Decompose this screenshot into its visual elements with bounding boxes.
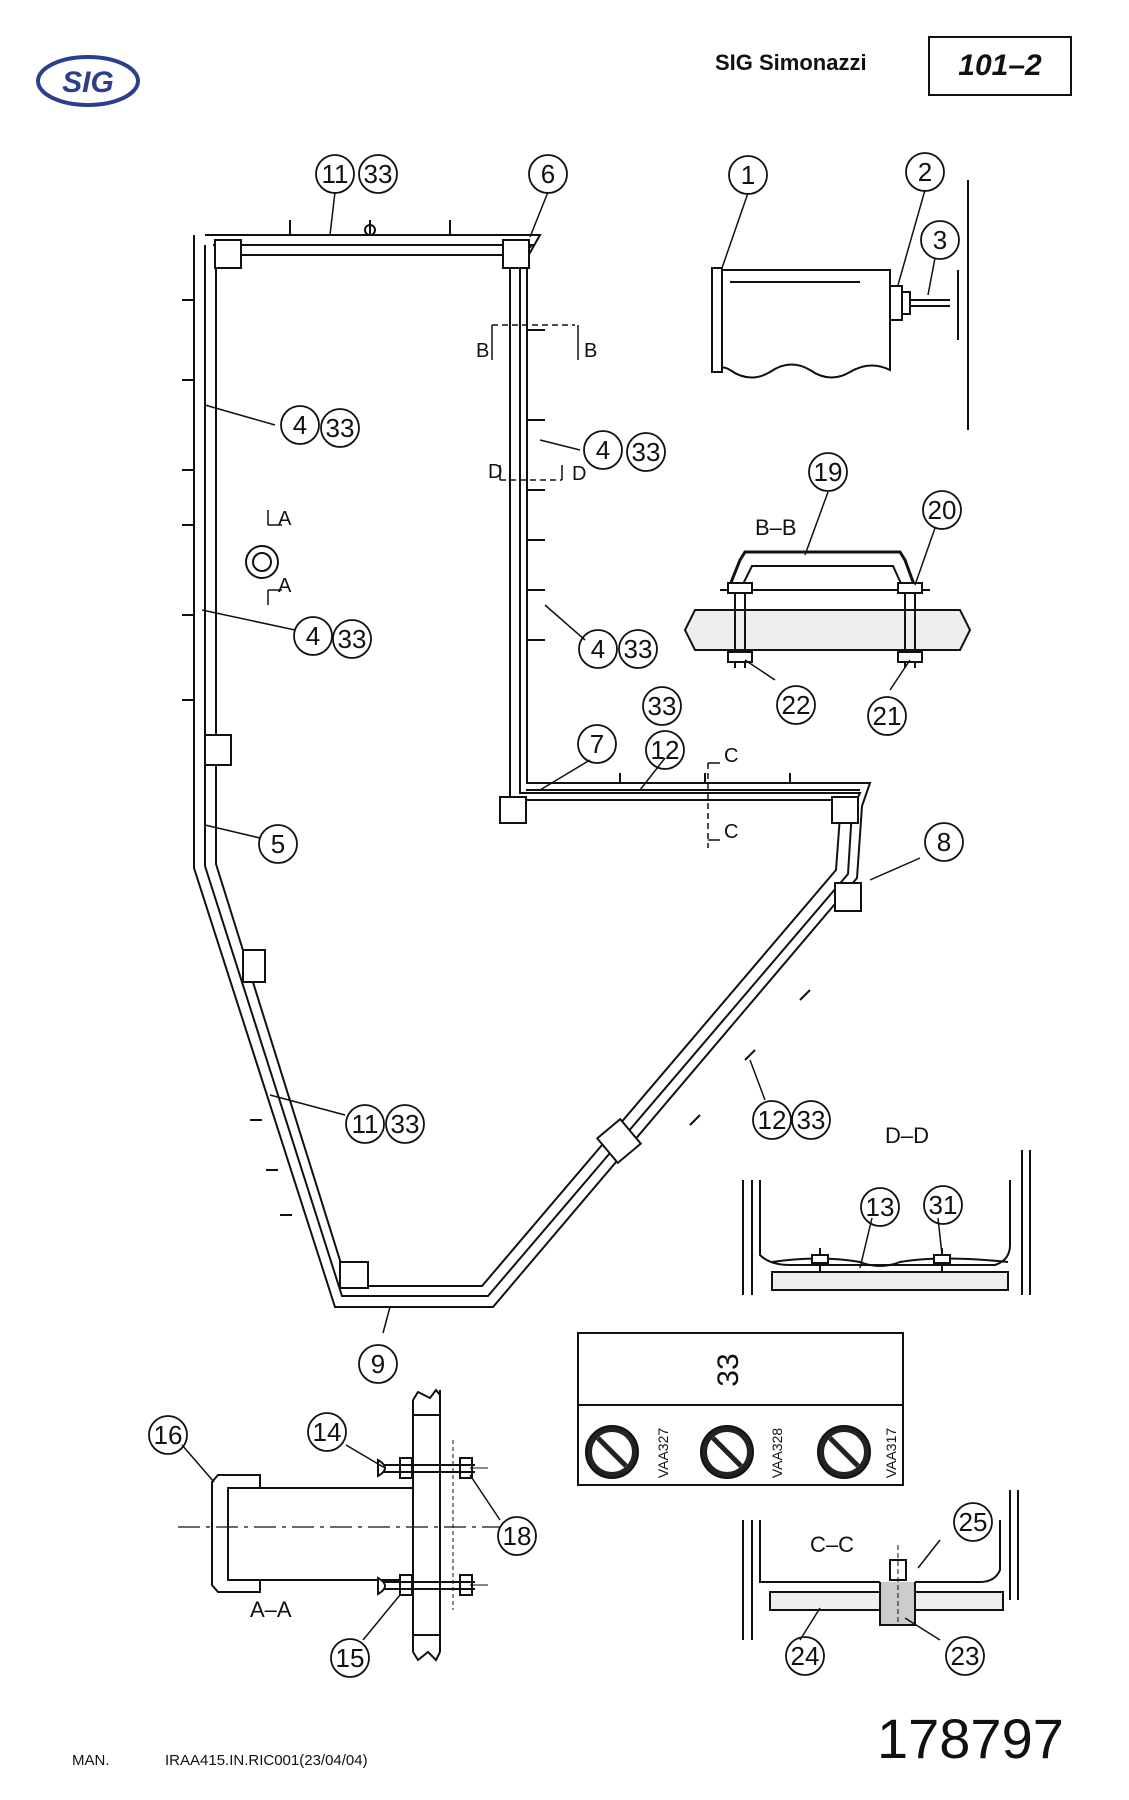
callout-33: 33 <box>391 1109 420 1139</box>
callout-5: 5 <box>271 829 285 859</box>
callout-16: 16 <box>154 1420 183 1450</box>
section-titles: B–B D–D C–C A–A <box>250 515 929 1622</box>
mark-d: D <box>488 461 502 483</box>
callout-1: 1 <box>741 160 755 190</box>
callout-14: 14 <box>313 1417 342 1447</box>
sig-logo: SIG <box>36 55 140 107</box>
callout-15: 15 <box>336 1643 365 1673</box>
callout-13: 13 <box>866 1192 895 1222</box>
callout-11: 11 <box>322 159 349 189</box>
label-code-2: VAA328 <box>769 1428 785 1479</box>
callout-11: 11 <box>352 1109 379 1139</box>
callout-24: 24 <box>791 1641 820 1671</box>
callout-19: 19 <box>814 457 843 487</box>
footer-number: 178797 <box>877 1707 1064 1770</box>
section-dd-title: D–D <box>885 1123 929 1148</box>
section-bb-title: B–B <box>755 515 797 540</box>
mark-a: A <box>278 575 292 597</box>
callout-6: 6 <box>541 159 555 189</box>
callout-3: 3 <box>933 225 947 255</box>
label-code-1: VAA327 <box>655 1428 671 1479</box>
mark-c: C <box>724 821 738 843</box>
callout-33: 33 <box>632 437 661 467</box>
section-cc-title: C–C <box>810 1532 854 1557</box>
section-letters: A A B B D D C C <box>278 340 738 843</box>
detail-cc <box>742 1490 1019 1641</box>
mark-b: B <box>476 340 489 362</box>
callouts <box>148 152 993 1678</box>
callout-31: 31 <box>929 1190 958 1220</box>
detail-dd <box>742 1150 1031 1295</box>
callout-7: 7 <box>590 729 604 759</box>
callout-23: 23 <box>951 1641 980 1671</box>
mark-d: D <box>572 463 586 485</box>
section-aa-title: A–A <box>250 1597 292 1622</box>
footer-ref: IRAA415.IN.RIC001(23/04/04) <box>165 1752 368 1769</box>
callout-12: 12 <box>651 735 680 765</box>
section-markers <box>267 324 720 848</box>
page-code: 101–2 <box>928 36 1072 96</box>
mark-c: C <box>724 745 738 767</box>
callout-21: 21 <box>873 701 902 731</box>
mark-a: A <box>278 508 292 530</box>
label-code-3: VAA317 <box>883 1428 899 1479</box>
callout-4: 4 <box>591 634 605 664</box>
callout-9: 9 <box>371 1349 385 1379</box>
callout-20: 20 <box>928 495 957 525</box>
callout-33: 33 <box>797 1105 826 1135</box>
callout-33: 33 <box>364 159 393 189</box>
footer-man: MAN. <box>72 1752 110 1769</box>
callout-4: 4 <box>596 435 610 465</box>
leaders-main <box>201 191 921 1334</box>
detail-1-2-3 <box>711 180 969 430</box>
callout-33: 33 <box>624 634 653 664</box>
mark-b: B <box>584 340 597 362</box>
callout-18: 18 <box>503 1521 532 1551</box>
callout-33: 33 <box>326 413 355 443</box>
logo-text: SIG <box>62 66 114 99</box>
callout-33: 33 <box>648 691 677 721</box>
callout-12: 12 <box>758 1105 787 1135</box>
callout-4: 4 <box>293 410 307 440</box>
callout-2: 2 <box>918 157 932 187</box>
callout-labels: 11 33 6 1 2 3 4 33 4 33 4 33 4 33 33 12 … <box>154 157 988 1673</box>
label-box-33 <box>577 1332 904 1486</box>
callout-22: 22 <box>782 690 811 720</box>
main-frame <box>182 220 872 1308</box>
callout-8: 8 <box>937 827 951 857</box>
label-box-number: 33 <box>712 1353 745 1386</box>
callout-4: 4 <box>306 621 320 651</box>
detail-bb <box>683 491 972 691</box>
brand-name: SIG Simonazzi <box>715 50 867 75</box>
detail-aa <box>178 1388 501 1662</box>
callout-33: 33 <box>338 624 367 654</box>
callout-25: 25 <box>959 1507 988 1537</box>
